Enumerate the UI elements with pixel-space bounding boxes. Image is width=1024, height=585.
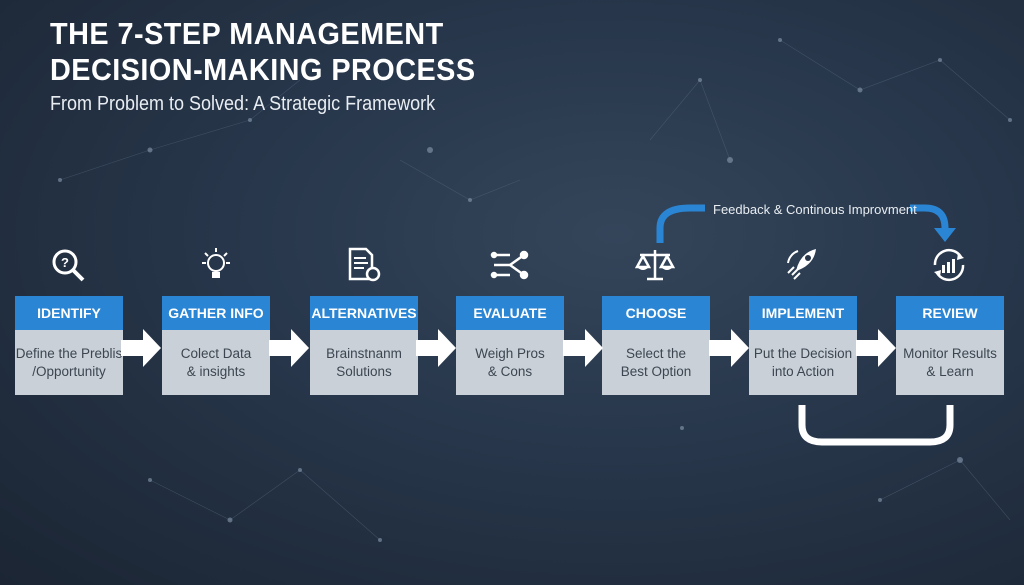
step-desc-line: /Opportunity (32, 363, 106, 379)
step-title: ALTERNATIVES (310, 296, 418, 330)
step-desc-line: Select the (625, 345, 687, 361)
step-implement: IMPLEMENT Put the Decision into Action (749, 296, 857, 395)
magnifier-question-icon: ? (52, 249, 85, 282)
step-title: IMPLEMENT (749, 296, 857, 330)
rocket-icon (787, 249, 816, 280)
svg-text:?: ? (61, 255, 69, 270)
step-title: EVALUATE (456, 296, 564, 330)
step-evaluate: EVALUATE Weigh Pros & Cons (456, 296, 564, 395)
step-title: REVIEW (896, 296, 1004, 330)
lightbulb-icon (202, 248, 230, 278)
feedback-arc-left (656, 204, 705, 243)
flow-arrow (856, 329, 896, 367)
feedback-arrowhead (934, 228, 956, 242)
step-desc-line: Define the Preblis (15, 345, 123, 361)
cycle-chart-icon (933, 248, 965, 282)
step-review: REVIEW Monitor Results & Learn (896, 296, 1004, 395)
document-icon (348, 247, 381, 282)
title-line-1: THE 7-STEP MANAGEMENT (50, 16, 444, 51)
feedback-label: Feedback & Continous Improvment (713, 202, 917, 217)
flow-arrow (709, 329, 749, 367)
step-desc-line: Put the Decision (753, 345, 853, 361)
step-desc-line: Best Option (620, 363, 692, 379)
step-desc-line: into Action (771, 363, 835, 379)
step-title: GATHER INFO (162, 296, 270, 330)
step-title: IDENTIFY (15, 296, 123, 330)
step-desc-line: Monitor Results (903, 345, 997, 361)
step-title: CHOOSE (602, 296, 710, 330)
network-icon (490, 250, 529, 280)
title-line-2: DECISION-MAKING PROCESS (50, 52, 476, 87)
step-desc-line: Solutions (336, 363, 392, 379)
flow-arrow (416, 329, 456, 367)
flow-arrow (121, 329, 161, 367)
step-desc-line: & Cons (487, 363, 533, 379)
feedback-arc-right (910, 204, 949, 229)
scales-icon (635, 250, 675, 281)
step-desc-line: Weigh Pros (475, 345, 545, 361)
subtitle: From Problem to Solved: A Strategic Fram… (50, 93, 436, 115)
step-desc-line: Brainstnanm (326, 345, 402, 361)
step-desc-line: & insights (186, 363, 246, 379)
step-identify: IDENTIFY Define the Preblis/Opportunity (15, 296, 123, 395)
step-gather-info: GATHER INFO Colect Data & insights (162, 296, 270, 395)
flow-arrow (269, 329, 309, 367)
step-desc-line: & Learn (926, 363, 974, 379)
loop-return-path (798, 405, 954, 446)
step-desc-line: Colect Data (180, 345, 252, 361)
flow-arrow (563, 329, 603, 367)
